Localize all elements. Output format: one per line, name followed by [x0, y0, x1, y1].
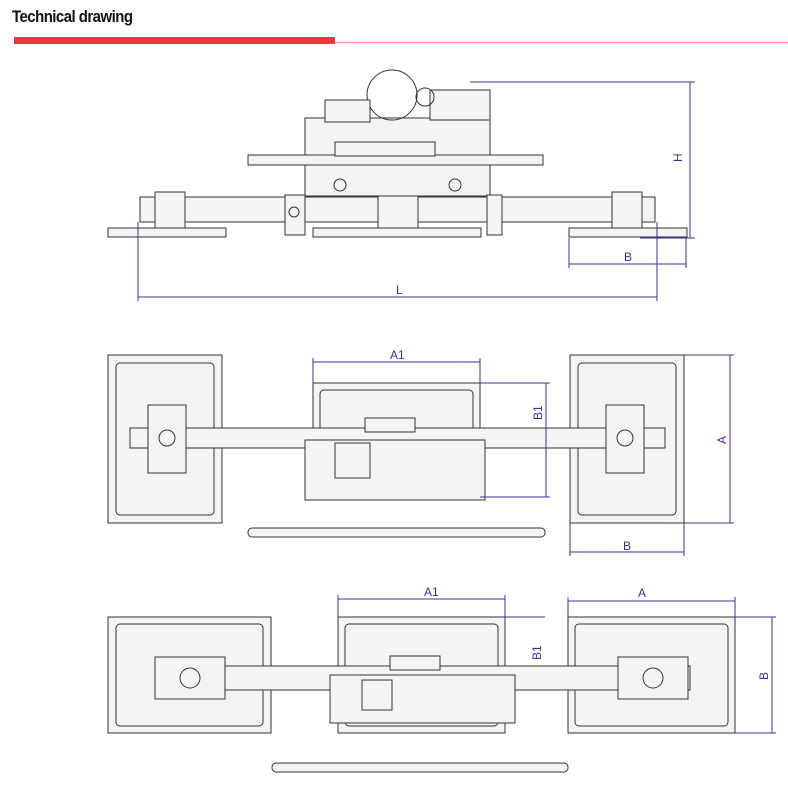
top-view-a: [107, 354, 685, 538]
dimension-label-l: L: [396, 283, 403, 297]
dimension-label-a1: A1: [424, 585, 439, 599]
top-view-b: [107, 616, 736, 773]
dimension-label-h: H: [671, 153, 685, 162]
top-view-b-dimensions: A1 B1 A B: [337, 585, 776, 734]
dimension-label-b: B: [624, 250, 632, 264]
dimension-label-b: B: [757, 672, 771, 680]
title-underline-divider: [335, 42, 788, 43]
dimension-label-b1: B1: [531, 405, 545, 420]
page-title: Technical drawing: [12, 7, 133, 26]
side-view: [107, 69, 688, 238]
dimension-label-a1: A1: [390, 348, 405, 362]
dimension-label-a: A: [638, 586, 646, 600]
dimension-label-b1: B1: [530, 645, 544, 660]
side-view-dimensions: H B L: [137, 81, 695, 301]
top-view-a-dimensions: A1 B1 A B: [312, 348, 734, 556]
dimension-label-a: A: [715, 436, 729, 444]
title-underline-accent: [14, 37, 335, 44]
dimension-label-b: B: [623, 539, 631, 553]
